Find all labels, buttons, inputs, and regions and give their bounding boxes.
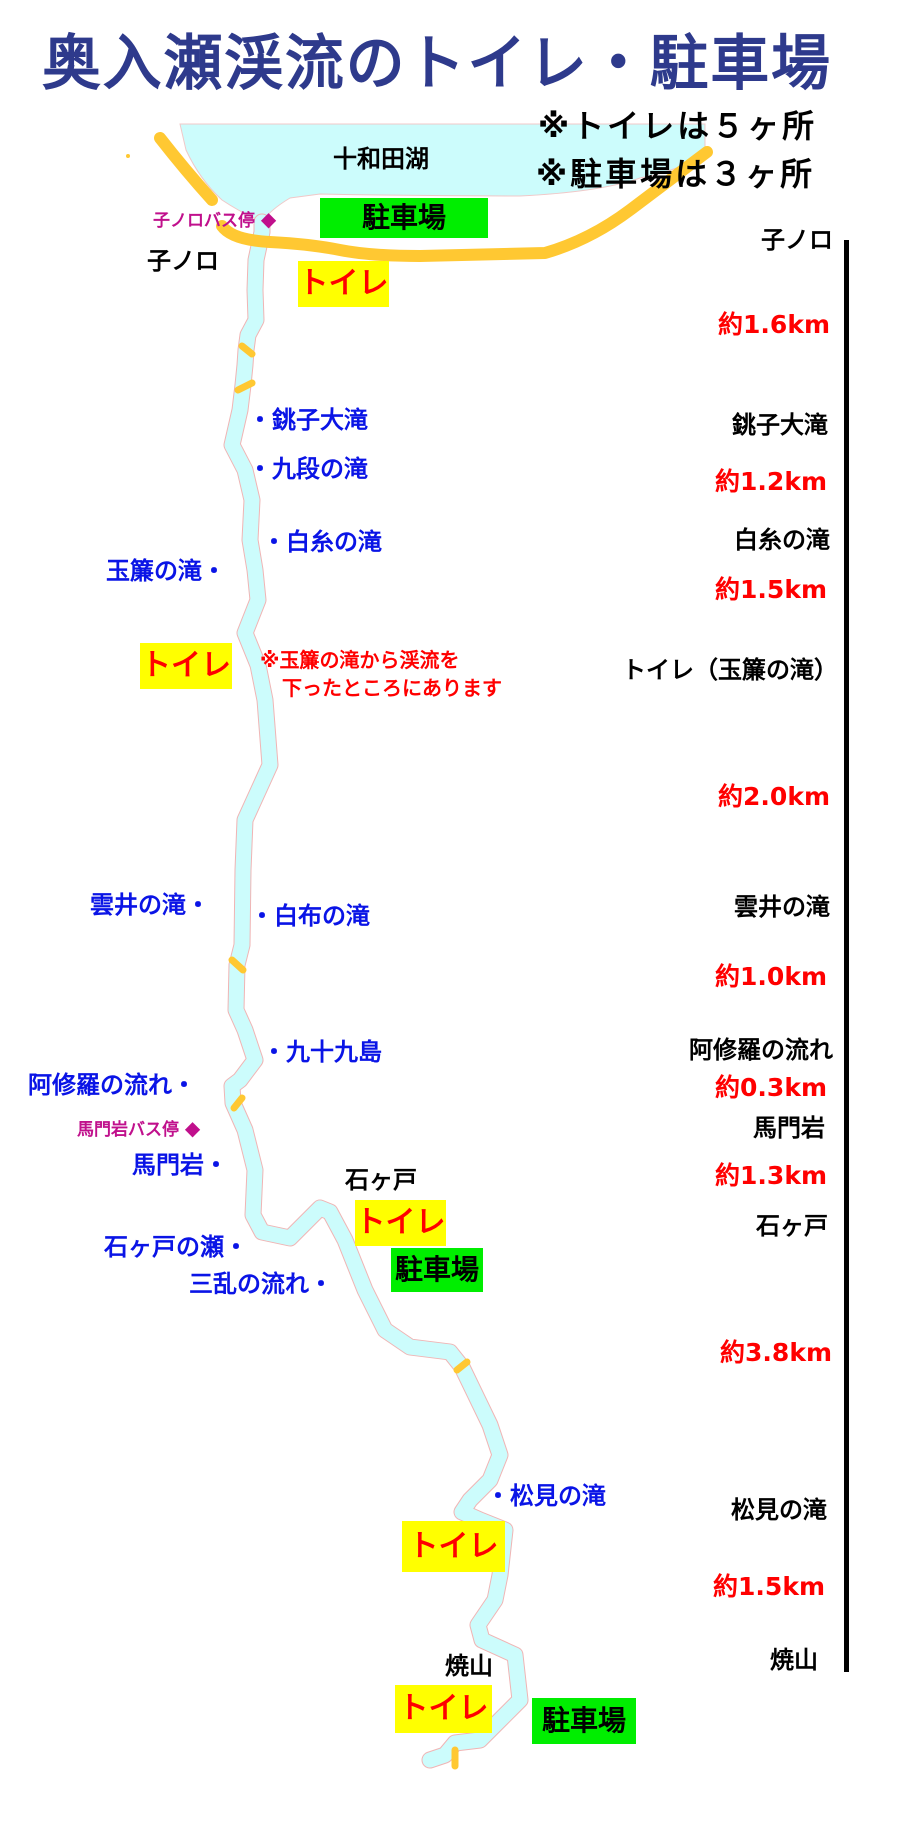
route-stop: 子ノロ <box>761 226 833 254</box>
place-label-yakeyama: 焼山 <box>445 1652 493 1680</box>
spot-tsukumo-jima[interactable]: ・九十九島 <box>262 1038 382 1066</box>
bridge-marks <box>228 342 471 1770</box>
route-distance: 約1.3km <box>715 1161 827 1190</box>
toilet-badge-nenokuchi[interactable]: トイレ <box>298 261 389 307</box>
spot-matsumi-no-taki[interactable]: ・松見の滝 <box>486 1482 606 1510</box>
spot-ashura-no-nagare[interactable]: 阿修羅の流れ・ <box>28 1071 196 1099</box>
lake-shape <box>179 123 706 223</box>
diamond-icon: ◆ <box>260 207 277 231</box>
route-stop: 雲井の滝 <box>734 893 830 921</box>
route-distance: 約2.0km <box>718 782 830 811</box>
toilet-note-line1: ※玉簾の滝から渓流を <box>260 648 460 672</box>
spot-umakado-iwa[interactable]: 馬門岩・ <box>132 1151 228 1179</box>
route-line <box>844 240 849 1672</box>
route-distance: 約1.6km <box>718 310 830 339</box>
spot-ishigedo-no-se[interactable]: 石ヶ戸の瀬・ <box>104 1233 248 1261</box>
route-distance: 約3.8km <box>720 1338 832 1367</box>
spot-shirafu-no-taki[interactable]: ・白布の滝 <box>250 902 370 930</box>
toilet-badge-yakeyama[interactable]: トイレ <box>395 1685 492 1733</box>
road <box>154 132 218 206</box>
route-stop: 馬門岩 <box>753 1114 825 1142</box>
road <box>216 146 713 262</box>
parking-badge-nenokuchi[interactable]: 駐車場 <box>320 198 488 238</box>
spot-shiraito-no-taki[interactable]: ・白糸の滝 <box>262 528 382 556</box>
parking-badge-ishigedo[interactable]: 駐車場 <box>391 1248 483 1292</box>
toilet-count-note: ※トイレは５ヶ所 <box>538 107 818 145</box>
place-label-nenokuchi: 子ノロ <box>147 247 219 275</box>
toilet-badge-ishigedo[interactable]: トイレ <box>355 1200 446 1246</box>
place-label-ishigedo: 石ヶ戸 <box>345 1166 417 1194</box>
lake-label: 十和田湖 <box>333 145 429 173</box>
page-title: 奥入瀬渓流のトイレ・駐車場 <box>42 29 832 99</box>
route-distance: 約0.3km <box>715 1073 827 1102</box>
spot-sanran-no-nagare[interactable]: 三乱の流れ・ <box>189 1270 333 1298</box>
route-stop: トイレ（玉簾の滝） <box>622 656 838 684</box>
route-distance: 約1.5km <box>715 575 827 604</box>
route-stop: 石ヶ戸 <box>756 1212 828 1240</box>
diamond-icon: ◆ <box>184 1116 201 1140</box>
route-stop: 松見の滝 <box>731 1496 827 1524</box>
route-stop: 阿修羅の流れ <box>689 1036 833 1064</box>
route-stop: 白糸の滝 <box>734 526 830 554</box>
route-stop: 銚子大滝 <box>732 411 828 439</box>
toilet-badge-tamasudare[interactable]: トイレ <box>140 643 232 689</box>
parking-badge-yakeyama[interactable]: 駐車場 <box>532 1698 636 1744</box>
bus-stop-nenokuchi[interactable]: 子ノロバス停 ◆ <box>153 209 276 230</box>
route-distance: 約1.2km <box>715 467 827 496</box>
bus-stop-label: 馬門岩バス停 <box>77 1120 179 1140</box>
route-distance: 約1.5km <box>713 1572 825 1601</box>
route-distance: 約1.0km <box>715 962 827 991</box>
spot-kumoi-no-taki[interactable]: 雲井の滝・ <box>90 891 210 919</box>
toilet-note-line2: 下ったところにあります <box>282 676 502 700</box>
toilet-badge-matsumi[interactable]: トイレ <box>402 1521 505 1572</box>
spot-tamasudare-no-taki[interactable]: 玉簾の滝・ <box>106 557 226 585</box>
bus-stop-label: 子ノロバス停 <box>153 211 255 231</box>
spot-choshi-otaki[interactable]: ・銚子大滝 <box>248 406 368 434</box>
spot-kudan-no-taki[interactable]: ・九段の滝 <box>248 455 368 483</box>
bus-stop-umakado[interactable]: 馬門岩バス停 ◆ <box>77 1118 200 1139</box>
route-stop: 焼山 <box>770 1646 818 1674</box>
parking-count-note: ※駐車場は３ヶ所 <box>536 155 816 193</box>
